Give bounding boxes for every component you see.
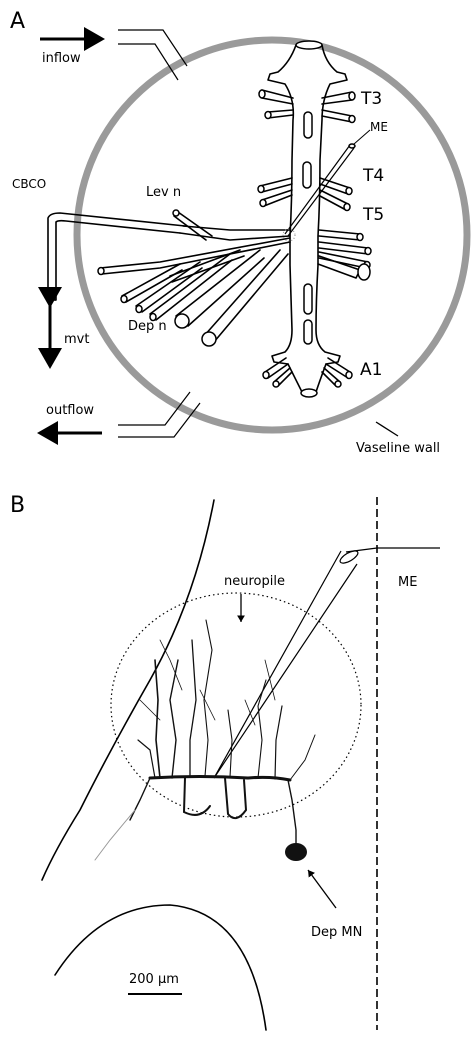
- a1-label: A1: [360, 360, 382, 380]
- dep-mn-label: Dep MN: [311, 925, 362, 940]
- neuropile-outline: [111, 593, 361, 817]
- inflow-tube: [118, 30, 187, 80]
- dep-n-label: Dep n: [128, 319, 167, 334]
- dep-mn-arrow: [308, 870, 336, 908]
- neuropile-label: neuropile: [224, 574, 285, 589]
- me-label-a: ME: [370, 120, 388, 134]
- me-electrode-a: [283, 130, 370, 241]
- panel-b-letter: B: [10, 493, 25, 518]
- t5-label: T5: [362, 205, 384, 225]
- panel-a-letter: A: [10, 9, 25, 34]
- mvt-label: mvt: [64, 332, 89, 347]
- cbco-label: CBCO: [12, 177, 46, 191]
- scale-bar-label: 200 µm: [129, 972, 179, 987]
- vaseline-wall-label: Vaseline wall: [356, 441, 440, 456]
- segment-roots: [258, 90, 371, 387]
- lev-n-label: Lev n: [146, 185, 181, 200]
- t3-label: T3: [360, 89, 382, 109]
- inflow-label: inflow: [42, 51, 81, 66]
- lev-dep-nerves: [98, 210, 290, 346]
- vaseline-wall-circle: [77, 40, 467, 430]
- dep-mn-soma: [285, 843, 307, 861]
- ganglion-outline-left: [42, 500, 214, 880]
- vaseline-wall-pointer: [376, 422, 398, 436]
- me-label-b: ME: [398, 575, 417, 590]
- t4-label: T4: [362, 166, 384, 186]
- ganglion-outline-bottom: [55, 905, 266, 1030]
- outflow-label: outflow: [46, 403, 94, 418]
